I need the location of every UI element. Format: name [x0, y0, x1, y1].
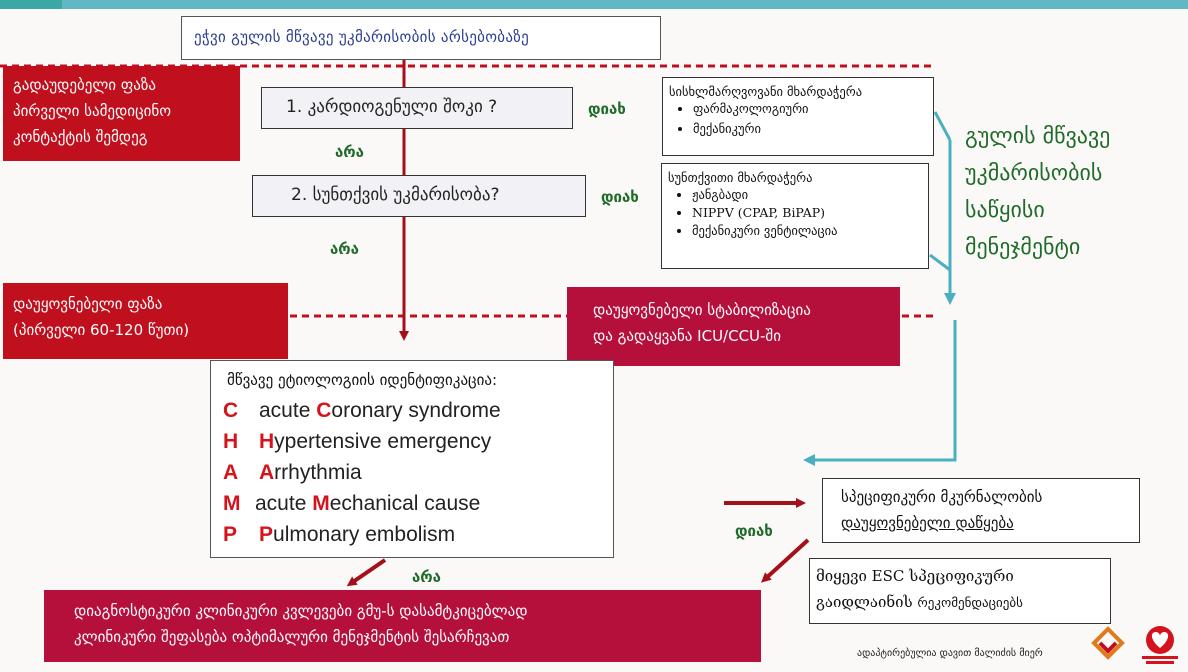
etiology-letter-p: P [223, 523, 238, 546]
yes-label-q2: დიახ [601, 188, 639, 206]
yes-label-q1: დიახ [588, 100, 626, 118]
ventilatory-support-item-3: მექანიკური ვენტილაცია [692, 223, 928, 238]
arrow-to-diagnostics [346, 558, 387, 587]
teal-bracket-bottom [929, 253, 951, 272]
diagnostics-line-1: დიაგნოსტიკური კლინიკური კვლევები გმუ-ს დ… [74, 602, 528, 620]
initial-management-line-4: მენეჯმენტი [965, 235, 1081, 260]
diagnostics-line-2: კლინიკური შეფასება ოპტიმალური მენეჯმენტი… [74, 628, 510, 646]
respiratory-failure-question-text: 2. სუნთქვის უკმარისობა? [291, 185, 500, 205]
no-label-q1: არა [335, 143, 364, 161]
immediate-phase-line-2: პირველი სამედიცინო [13, 102, 172, 120]
cardiogenic-shock-question-box: 1. კარდიოგენული შოკი ? [261, 87, 573, 129]
suspected-ahf-box: ეჭვი გულის მწვავე უკმარისობის არსებობაზე [181, 16, 661, 60]
circulatory-support-box: სისხლმარღვოვანი მხარდაჭერა ფარმაკოლოგიურ… [662, 77, 934, 156]
top-banner-bar [62, 0, 1188, 9]
ventilatory-support-item-1: ჟანგბადი [692, 187, 928, 202]
ventilatory-support-box: სუნთქვითი მხარდაჭერა ჟანგბადი NIPPV (CPA… [661, 163, 929, 269]
society-logo [1090, 625, 1126, 661]
suspected-ahf-text: ეჭვი გულის მწვავე უკმარისობის არსებობაზე [194, 28, 529, 46]
etiology-letter-a: A [223, 461, 239, 484]
no-label-diagnostics: არა [412, 568, 441, 586]
immediate-phase-line-3: კონტაქტის შემდეგ [13, 128, 148, 146]
esc-heart-logo [1136, 622, 1184, 668]
circulatory-support-item-2: მექანიკური [693, 121, 933, 136]
no-label-q2: არა [330, 240, 359, 258]
footer-credit: ადაპტირებულია დავით მალიძის მიერ [857, 648, 1043, 659]
teal-arrow-to-etiology [803, 320, 957, 466]
esc-guidelines-box: მიყევი ESC სპეციფიკური გაიდლაინის რეკომე… [809, 558, 1111, 624]
initial-management-line-2: უკმარისობის [965, 161, 1103, 186]
arrow-to-esc-guidelines [761, 538, 810, 583]
ventilatory-support-title: სუნთქვითი მხარდაჭერა [668, 170, 813, 185]
specific-treatment-line-2: დაუყოვნებელი დაწყება [841, 514, 1014, 532]
urgent-phase-box: დაუყოვნებელი ფაზა (პირველი 60-120 წუთი) [3, 283, 288, 359]
respiratory-failure-question-box: 2. სუნთქვის უკმარისობა? [252, 175, 586, 217]
etiology-letter-c: C [223, 399, 239, 422]
immediate-phase-box: გადაუდებელი ფაზა პირველი სამედიცინო კონტ… [3, 66, 240, 161]
initial-management-label: გულის მწვავე უკმარისობის საწყისი მენეჯმე… [965, 118, 1175, 268]
specific-treatment-line-1: სპეციფიკური მკურნალობის [841, 488, 1043, 506]
specific-treatment-box: სპეციფიკური მკურნალობის დაუყოვნებელი დაწ… [822, 478, 1140, 543]
etiology-title: მწვავე ეტიოლოგიის იდენტიფიკაცია: [227, 371, 498, 389]
society-logo-icon [1091, 626, 1125, 660]
diagnostics-box: დიაგნოსტიკური კლინიკური კვლევები გმუ-ს დ… [44, 590, 761, 662]
initial-management-line-1: გულის მწვავე [965, 124, 1111, 149]
esc-guidelines-line-2: გაიდლაინის რეკომენდაციებს [816, 593, 1023, 611]
urgent-phase-line-1: დაუყოვნებელი ფაზა [13, 295, 163, 313]
stabilization-box: დაუყოვნებელი სტაბილიზაცია და გადაყვანა I… [567, 287, 900, 366]
yes-label-specific: დიახ [735, 522, 773, 540]
heart-icon [1142, 626, 1178, 664]
initial-management-line-3: საწყისი [965, 198, 1045, 223]
ventilatory-support-item-2: NIPPV (CPAP, BiPAP) [692, 205, 928, 220]
circulatory-support-item-1: ფარმაკოლოგიური [693, 101, 933, 116]
circulatory-support-title: სისხლმარღვოვანი მხარდაჭერა [669, 84, 863, 99]
stabilization-line-1: დაუყოვნებელი სტაბილიზაცია [593, 301, 811, 319]
teal-bracket-top [933, 111, 952, 141]
etiology-letter-m: M [223, 492, 241, 515]
cardiogenic-shock-question-text: 1. კარდიოგენული შოკი ? [286, 97, 498, 117]
esc-guidelines-line-1: მიყევი ESC სპეციფიკური [816, 567, 1014, 585]
stabilization-line-2: და გადაყვანა ICU/CCU-ში [593, 327, 781, 345]
urgent-phase-line-2: (პირველი 60-120 წუთი) [13, 321, 190, 339]
immediate-phase-line-1: გადაუდებელი ფაზა [13, 76, 156, 94]
etiology-letter-h: H [223, 430, 239, 453]
top-accent-bar [0, 0, 62, 9]
